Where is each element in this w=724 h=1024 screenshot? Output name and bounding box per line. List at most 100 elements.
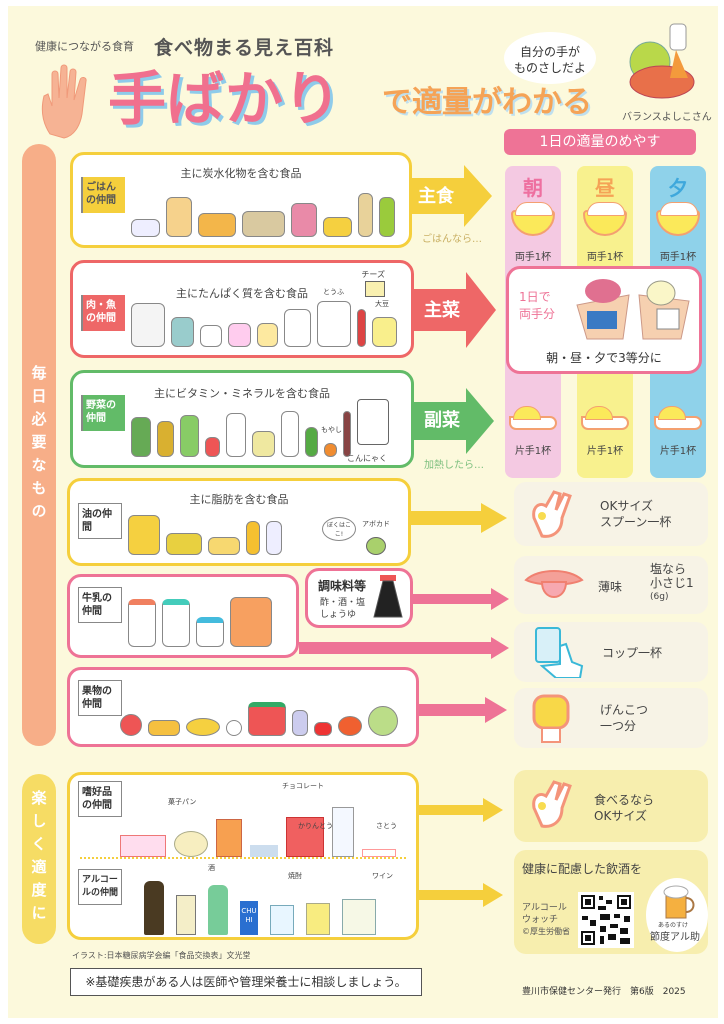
soy-label: 大豆 [375, 300, 389, 308]
staple-amount-evening: 両手1杯 [659, 252, 697, 263]
main-dish-box: 主にたんぱく質を含む食品 肉・魚の仲間 チーズ とうふ 大豆 [70, 260, 414, 358]
treats-illustrations [120, 805, 396, 857]
alcohol-illustrations: CHU HI [144, 879, 376, 935]
staple-amount-noon: 両手1杯 [586, 252, 624, 263]
treats-card-line2: OKサイズ [594, 809, 647, 823]
treats-card-text: 食べるなら OKサイズ [594, 792, 654, 824]
konnyaku-label: こんにゃく [347, 454, 387, 463]
moyashi-label: もやし [321, 426, 342, 434]
konnyaku-icon [357, 399, 389, 445]
fruit-card-line2: 一つ分 [600, 719, 637, 733]
main-dish-guide-box: 1日で両手分 朝・昼・夕で3等分に [506, 266, 702, 374]
salt-line1: 塩なら [650, 562, 687, 576]
milk-card: コップ一杯 [514, 622, 708, 682]
alcohol-card-title: 健康に配慮した飲酒を [522, 862, 643, 876]
hand-icon [41, 64, 87, 139]
mascot-vegetable-pot-icon [629, 23, 695, 99]
main-guide-line2: 両手分 [519, 307, 556, 321]
side-amount-morning: 片手1杯 [514, 446, 552, 457]
speech-bubble: 自分の手が ものさしだよ [504, 32, 596, 84]
treats-card: 食べるなら OKサイズ [514, 770, 708, 842]
staple-arrow [412, 165, 492, 227]
oil-arrow [411, 503, 507, 533]
ok-hand-icon [532, 490, 572, 538]
app-line2: ウォッチ [522, 915, 559, 925]
main-flag: 肉・魚の仲間 [81, 295, 125, 331]
noon-label: 昼 [595, 176, 615, 200]
side-illustrations [131, 409, 352, 457]
bubble-text-1: 自分の手が [519, 45, 580, 59]
alcohol-flag: アルコールの仲間 [78, 869, 122, 905]
fruit-arrow [419, 697, 507, 723]
oil-card: OKサイズスプーン一杯 [514, 482, 708, 546]
main-guide-line1: 1日で [519, 290, 551, 304]
fruit-illustrations [120, 688, 402, 736]
app-line1: アルコール [522, 903, 567, 913]
main-guide-amount: 1日で両手分 [519, 289, 555, 323]
oil-flag: 油の仲間 [78, 503, 122, 539]
milk-flag: 牛乳の仲間 [78, 587, 122, 623]
staple-food-box: 主に炭水化物を含む食品 ごはんの仲間 [70, 152, 412, 248]
publisher: 豊川市保健センター発行 第6版 2025 [522, 987, 686, 997]
treats-flag: 嗜好品の仲間 [78, 781, 122, 817]
oil-illustrations [128, 507, 318, 555]
seasoning-line2: しょうゆ [320, 610, 357, 620]
rice-bowl-icon [511, 202, 555, 236]
seasoning-card: 薄味 塩なら小さじ1(6g) [514, 556, 708, 614]
side-amount-noon: 片手1杯 [586, 446, 624, 457]
mascot-ruby: あるのすけ [658, 922, 689, 929]
salt-line3: (6g) [650, 592, 669, 602]
milk-arrow [299, 637, 509, 659]
cheese-label: チーズ [361, 270, 385, 279]
avocado-icon [366, 537, 386, 555]
side-dish-box: 主にビタミン・ミネラルを含む食品 野菜の仲間 もやし こんにゃく [70, 370, 414, 468]
wine-label: ワイン [372, 872, 393, 880]
series-label: 健康につながる食育 [35, 40, 134, 53]
seasoning-card-label: 薄味 [598, 580, 623, 594]
side-label: 副菜 [424, 410, 460, 431]
rice-bowl-icon [583, 202, 627, 236]
ok-hand-icon [532, 780, 572, 828]
alcohol-arrow [419, 883, 503, 907]
divider [80, 857, 406, 859]
fruit-card-text: げんこつ一つ分 [600, 702, 648, 734]
moderate-pill: 楽しく適度に [22, 774, 56, 944]
staple-caption: 主に炭水化物を含む食品 [180, 167, 302, 180]
staple-label: 主食 [418, 186, 454, 207]
main-caption: 主にたんぱく質を含む食品 [176, 287, 308, 300]
sake-label: 酒 [208, 864, 215, 872]
main-arrow [414, 272, 496, 348]
chuhi-can: CHU HI [240, 901, 258, 935]
fruit-box: 果物の仲間 [67, 667, 419, 747]
milk-box: 牛乳の仲間 [67, 574, 299, 658]
alcohol-mascot-circle: あるのすけ 節度アル助 [646, 878, 708, 952]
series-title: 食べ物まる見え百科 [154, 37, 335, 59]
oil-card-text: OKサイズスプーン一杯 [600, 498, 671, 530]
side-arrow [414, 388, 494, 454]
seasoning-title: 調味料等 [318, 579, 367, 593]
oil-caption: 主に脂肪を含む食品 [189, 493, 289, 506]
avocado-label: アボカド [362, 520, 390, 528]
illustration-credit: イラスト:日本糖尿病学会編「食品交換表」文光堂 [72, 951, 251, 960]
karinto-label: かりんとう [298, 822, 333, 830]
main-title: 手ばかり [108, 65, 342, 133]
tongue-icon [524, 570, 584, 598]
palm-icon [654, 406, 702, 430]
main-illustrations [131, 299, 397, 347]
treats-card-line1: 食べるなら [594, 793, 655, 807]
staple-flag: ごはんの仲間 [81, 177, 125, 213]
bubble-text-2: ものさしだよ [513, 61, 586, 75]
morning-label: 朝 [523, 176, 543, 200]
fruit-card: げんこつ一つ分 [514, 688, 708, 748]
side-caption: 主にビタミン・ミネラルを含む食品 [154, 387, 330, 400]
alcohol-mascot-name: 節度アル助 [650, 932, 700, 943]
daily-needs-pill: 毎日必要なもの [22, 144, 56, 746]
seasoning-box: 調味料等 酢・酒・塩 しょうゆ [305, 568, 413, 628]
side-amount-evening: 片手1杯 [659, 446, 697, 457]
sub-title: で適量がわかる [382, 85, 592, 120]
soy-sauce-bottle-icon [373, 575, 403, 618]
cup-in-hand-icon [535, 627, 584, 678]
qr-code[interactable] [578, 892, 634, 948]
treats-arrow [419, 798, 503, 822]
milk-card-label: コップ一杯 [602, 646, 663, 660]
